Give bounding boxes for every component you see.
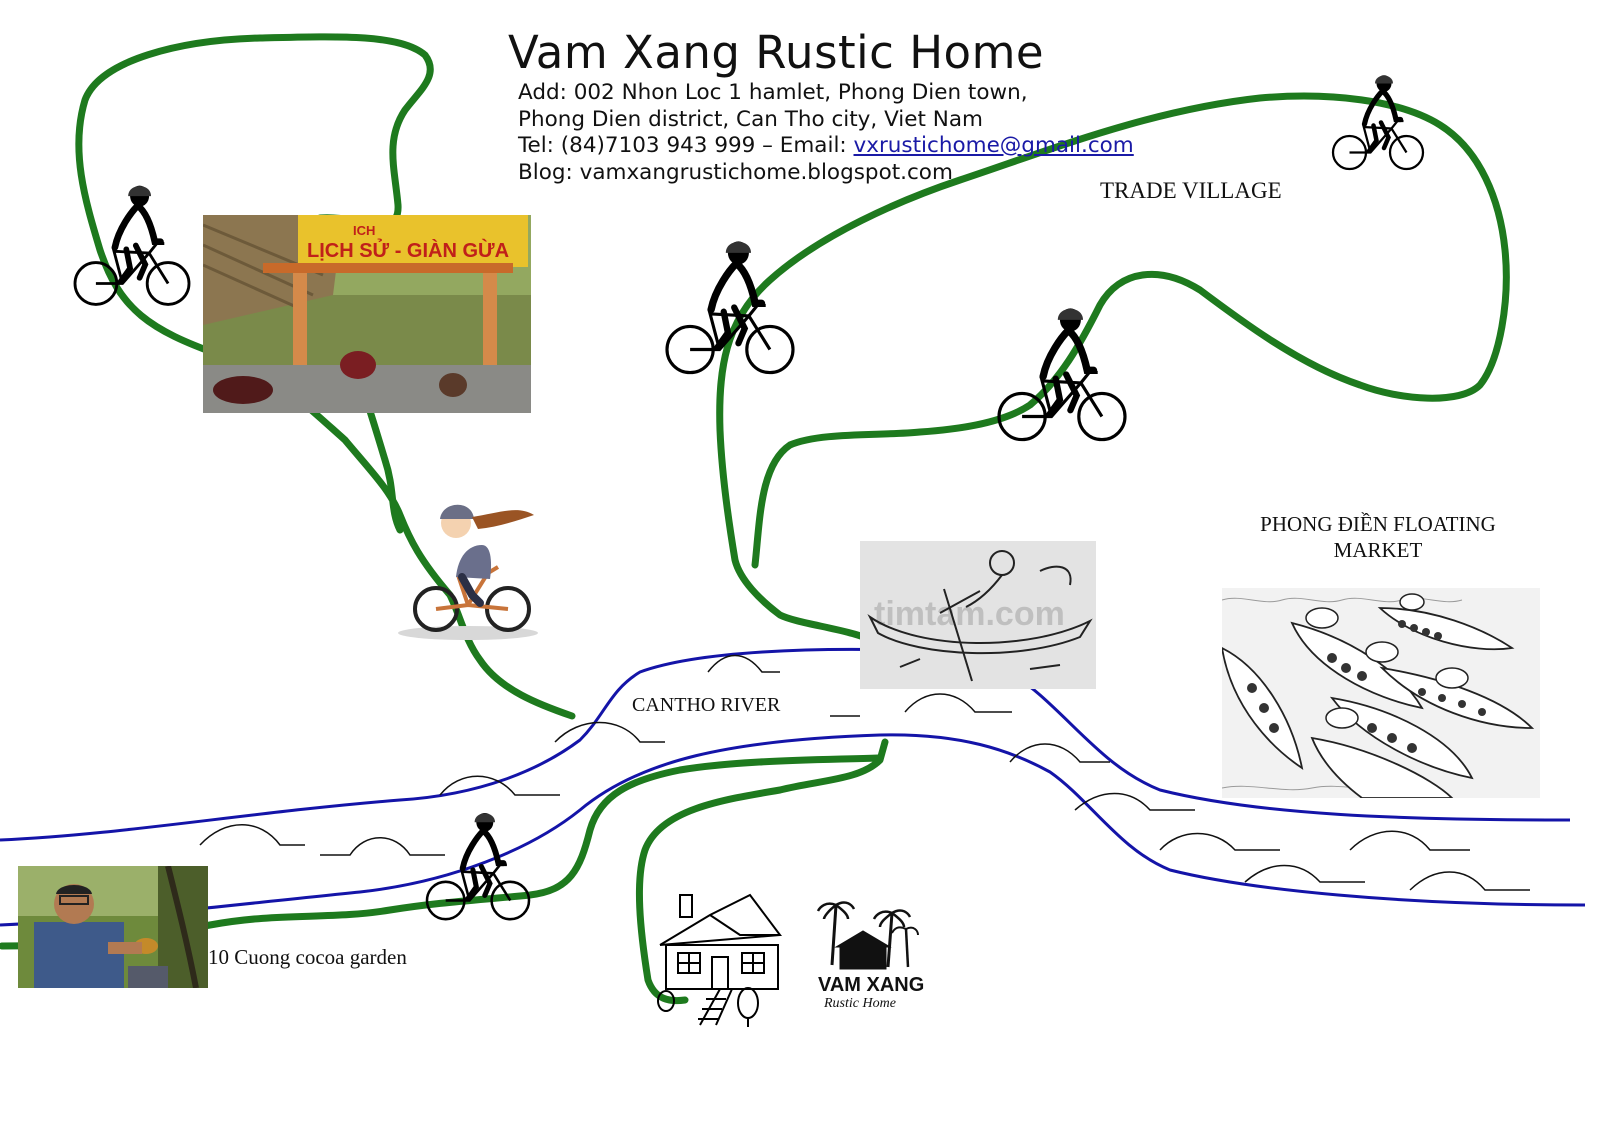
cartoon-cyclist-icon: [398, 504, 538, 640]
river-south-bank: [0, 733, 1586, 927]
gate-sign: LỊCH SỬ - GIÀN GỪA: [307, 238, 509, 262]
cyclist-icon: [667, 241, 793, 372]
cocoa-garden-label: 10 Cuong cocoa garden: [208, 945, 407, 969]
email-link[interactable]: vxrustichome@gmail.com: [853, 133, 1134, 158]
cyclist-icon: [75, 186, 189, 305]
cantho-river: [0, 647, 1586, 927]
cyclist-icon: [1333, 75, 1423, 169]
contact-line: Tel: (84)7103 943 999 – Email: vxrustich…: [518, 133, 1134, 160]
trade-village-label: TRADE VILLAGE: [1100, 178, 1282, 203]
gate-sign-small: ICH: [353, 223, 375, 238]
palm-tree-icon: [816, 901, 919, 970]
blog-line: Blog: vamxangrustichome.blogspot.com: [518, 159, 953, 185]
page-title: Vam Xang Rustic Home: [508, 26, 1045, 79]
boat-watermark: timtam.com: [874, 595, 1065, 633]
address-line-2: Phong Dien district, Can Tho city, Viet …: [518, 106, 983, 132]
floating-market-label: PHONG ĐIỀN FLOATING MARKET: [1228, 511, 1528, 563]
tel-text: Tel: (84)7103 943 999 – Email:: [518, 133, 854, 158]
floating-market-line-1: PHONG ĐIỀN FLOATING: [1260, 512, 1496, 536]
logo-line2: Rustic Home: [823, 996, 896, 1011]
boat-rower-photo: timtam.com: [860, 541, 1096, 689]
river-label: CANTHO RIVER: [632, 694, 781, 716]
vam-xang-logo: VAM XANG Rustic Home: [816, 901, 924, 1011]
water-ripples: [199, 654, 1530, 891]
address-line-1: Add: 002 Nhon Loc 1 hamlet, Phong Dien t…: [518, 80, 1028, 105]
contact-info: Add: 002 Nhon Loc 1 hamlet, Phong Dien t…: [518, 80, 1134, 186]
river-north-bank: [0, 647, 1571, 842]
floating-market-photo: [1222, 588, 1540, 798]
house-icon: [657, 893, 782, 1027]
floating-market-line-2: MARKET: [1333, 538, 1423, 562]
boat-icon: [867, 550, 1093, 682]
gate-photo: ICH LỊCH SỬ - GIÀN GỪA: [203, 215, 531, 413]
logo-line1: VAM XANG: [818, 974, 924, 996]
route-north-east-loop: [716, 92, 1510, 649]
cocoa-garden-photo: [18, 866, 208, 988]
